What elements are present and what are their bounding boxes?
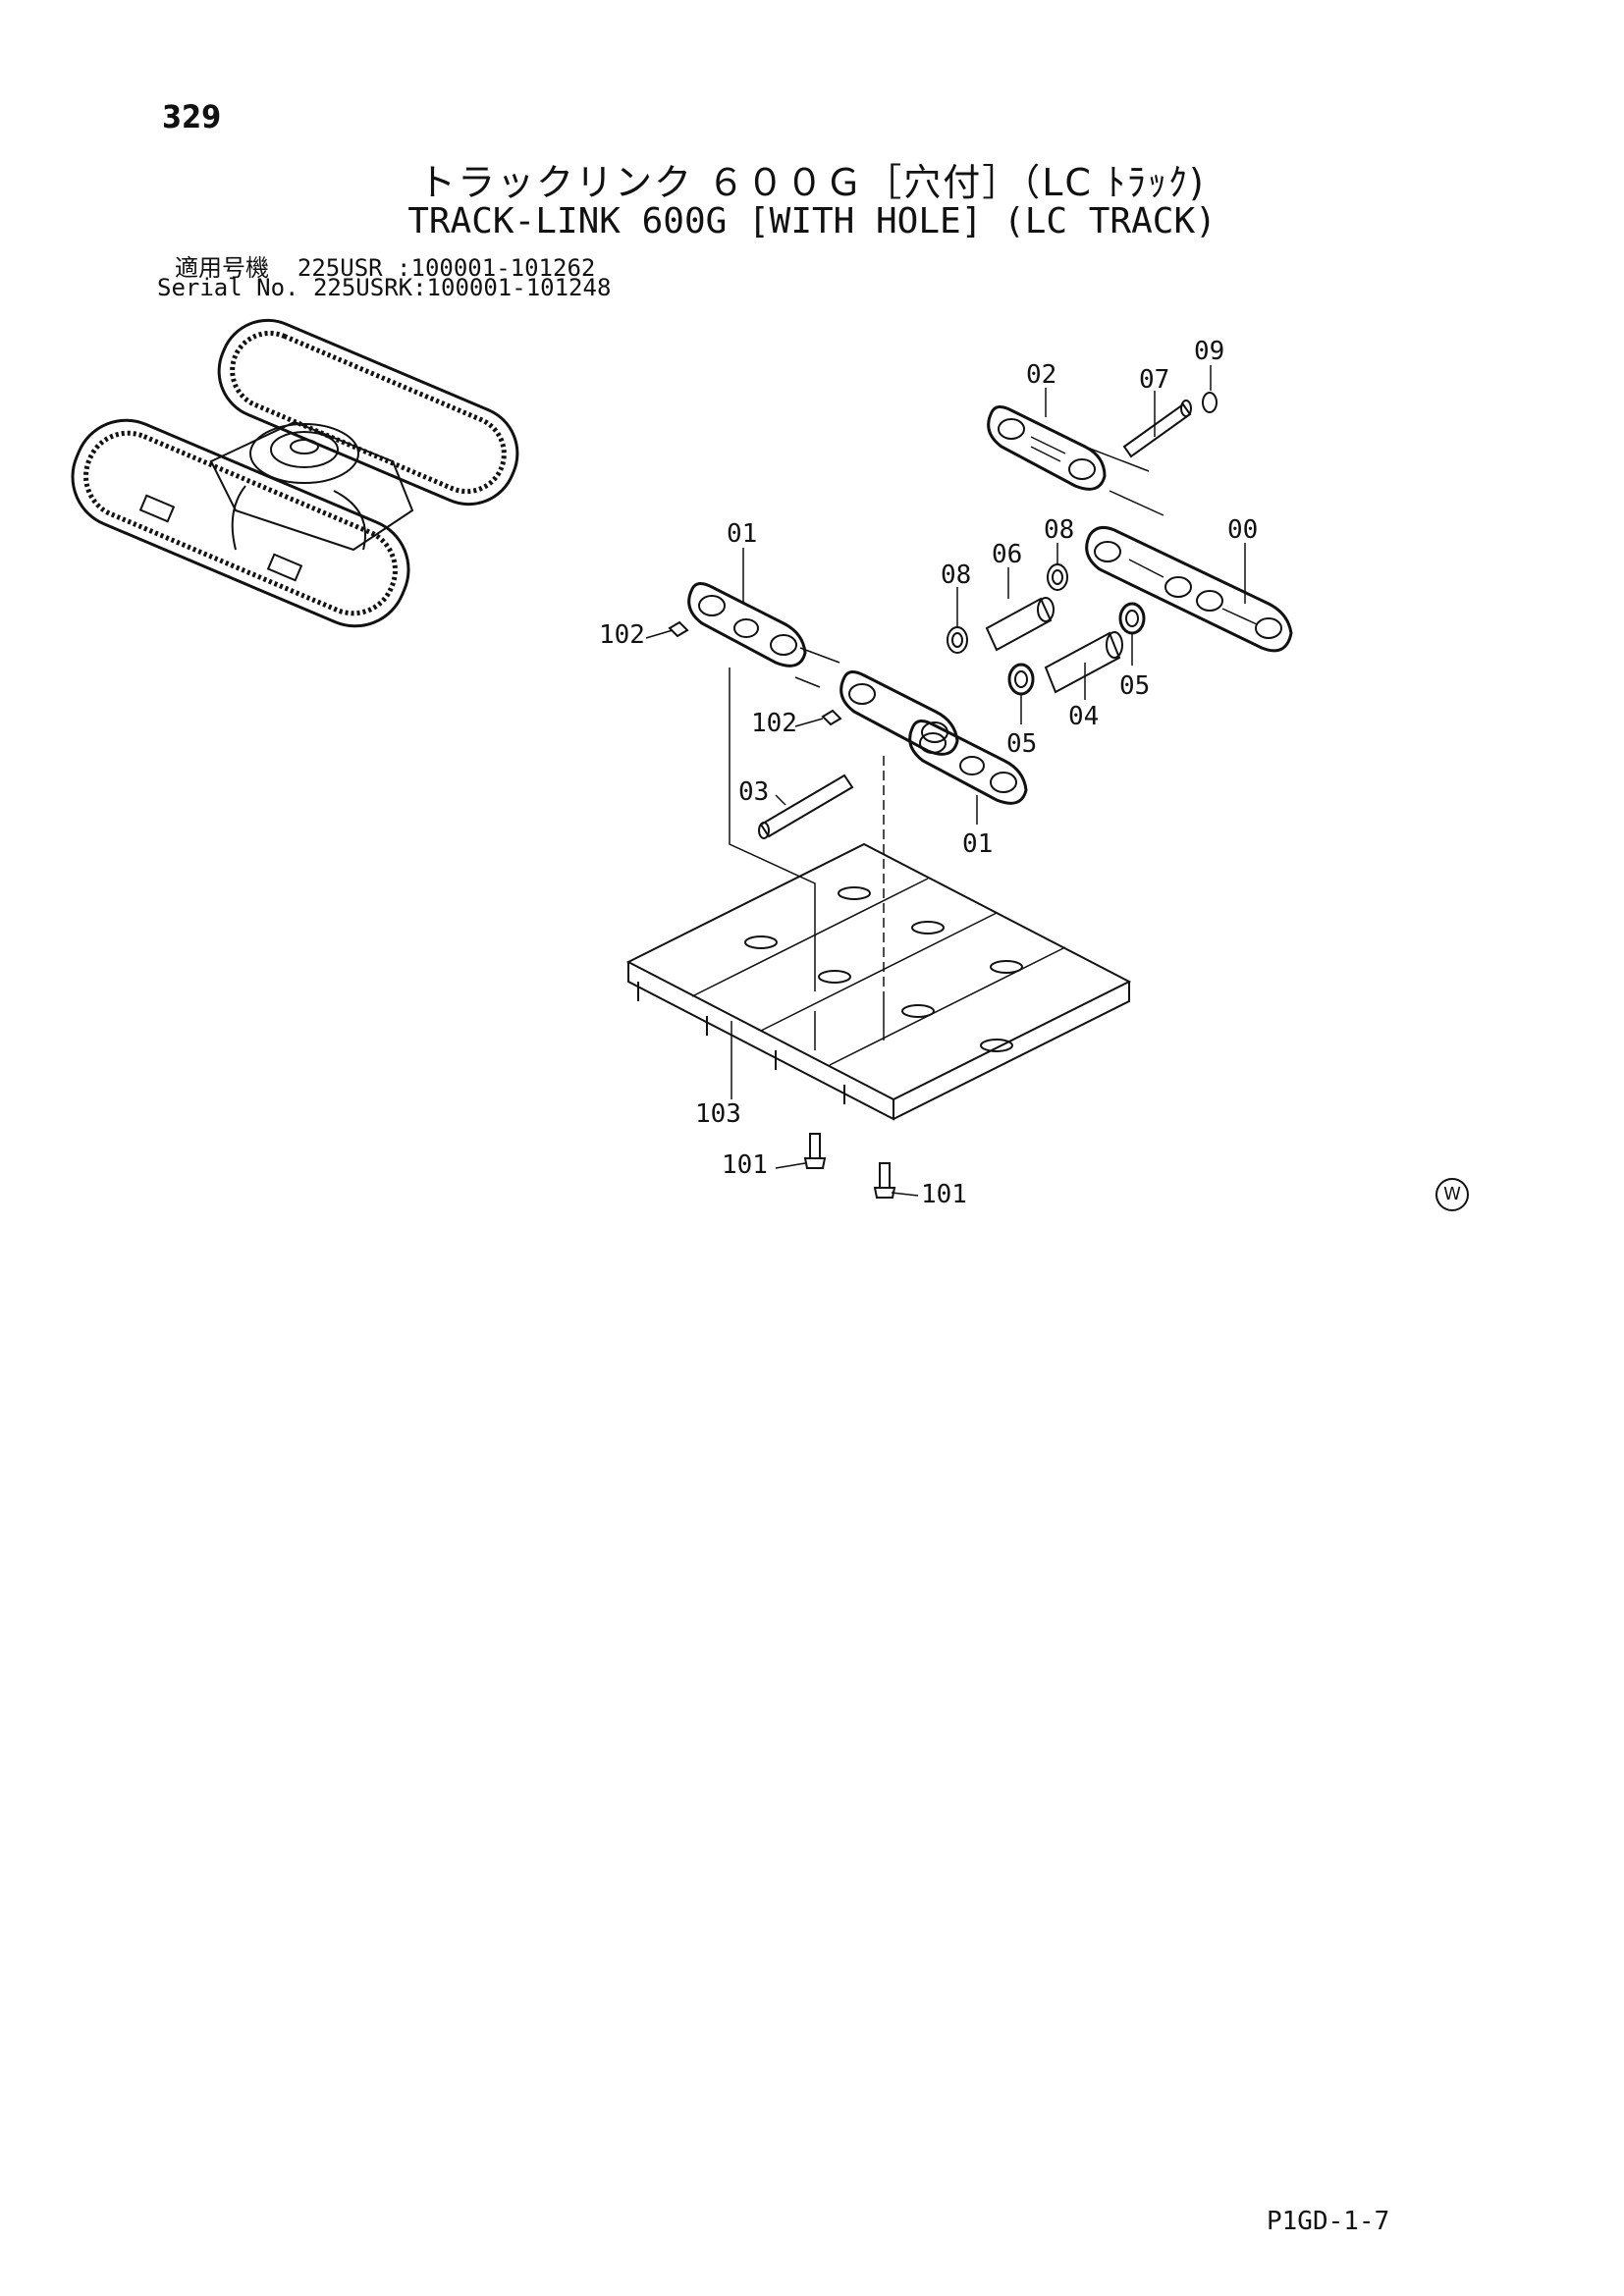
- footer-page-code: P1GD-1-7: [1267, 2207, 1390, 2236]
- callout-02: 02: [1026, 360, 1056, 390]
- callout-leaders: [645, 365, 1246, 1197]
- callout-00: 00: [1227, 515, 1258, 545]
- callout-101-right: 101: [921, 1180, 967, 1209]
- track-pin-07: [1122, 400, 1192, 458]
- bushing-06: [985, 597, 1055, 652]
- seal-ring-09: [1202, 392, 1218, 413]
- track-link-00: [1085, 525, 1293, 653]
- callout-08-lower: 08: [941, 561, 971, 590]
- page-number: 329: [162, 98, 222, 135]
- callout-04: 04: [1068, 702, 1099, 731]
- exploded-parts-diagram: 02 07 09 08 00 01 06 08 102 05 04 102 05…: [71, 318, 1293, 1209]
- applicable-models-row: 適用号機 225USR :100001-101262: [175, 248, 595, 283]
- nut-102-upper: [668, 620, 689, 638]
- applicable-label: 適用号機: [175, 254, 269, 282]
- callout-06: 06: [992, 540, 1022, 569]
- callout-09: 09: [1194, 337, 1224, 366]
- track-link-01-upper: [687, 582, 807, 667]
- title-japanese: トラックリンク ６００Ｇ［穴付］（LC ﾄﾗｯｸ): [418, 161, 1206, 204]
- track-shoes-103: [625, 842, 1132, 1121]
- watermark-circle-w: W: [1435, 1178, 1469, 1211]
- callout-101-left: 101: [722, 1150, 768, 1180]
- callout-103: 103: [695, 1099, 741, 1129]
- serial-value: 225USRK:100001-101248: [312, 274, 612, 301]
- track-link-02: [987, 405, 1107, 491]
- callout-102-lower: 102: [751, 709, 797, 738]
- track-pin-03: [758, 774, 854, 839]
- callout-05-right: 05: [1119, 671, 1150, 701]
- serial-number-row: Serial No. 225USRK:100001-101248: [157, 274, 611, 301]
- applicable-value: 225USR :100001-101262: [297, 254, 596, 282]
- seal-05-left: [1007, 663, 1035, 696]
- seal-05-right: [1118, 602, 1146, 635]
- track-link-01-lower: [908, 720, 1028, 805]
- callout-01-upper: 01: [727, 519, 757, 549]
- title-english: TRACK-LINK 600G [WITH HOLE] (LC TRACK): [407, 201, 1217, 241]
- seal-08-upper: [1047, 563, 1068, 591]
- undercarriage-overview-illustration: [71, 318, 519, 628]
- bushing-04: [1044, 631, 1123, 694]
- nut-102-lower: [821, 709, 842, 726]
- serial-label: Serial No.: [157, 274, 299, 301]
- seal-08-lower: [947, 626, 968, 654]
- callout-102-upper: 102: [599, 620, 645, 650]
- bolt-101-right: [873, 1162, 896, 1199]
- callout-07: 07: [1139, 365, 1169, 395]
- bolt-101-left: [803, 1133, 827, 1169]
- callout-03: 03: [738, 777, 769, 807]
- callout-08-upper: 08: [1044, 515, 1074, 545]
- callout-01-lower: 01: [962, 829, 993, 859]
- track-link-center: [839, 670, 959, 756]
- assembly-guide-lines: [729, 446, 1164, 1050]
- callout-05-left: 05: [1006, 729, 1037, 759]
